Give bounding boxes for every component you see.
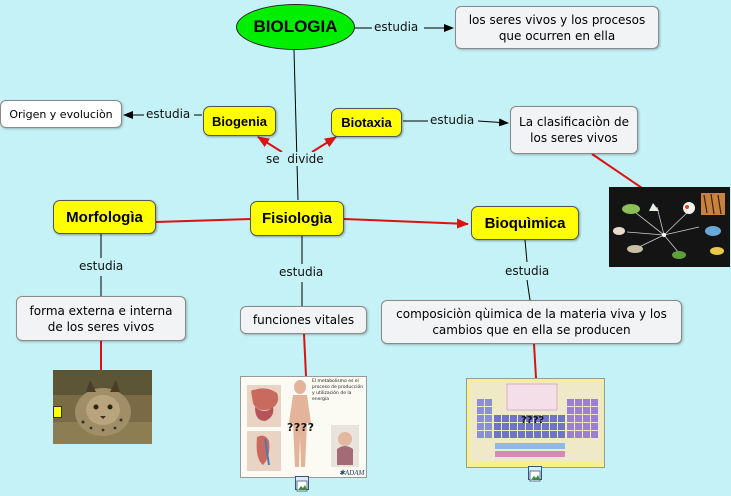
link-label-biogenia-estudia: estudia bbox=[144, 107, 193, 121]
concept-morfologia-label: Morfologìa bbox=[66, 208, 143, 226]
concept-clasificacion[interactable]: La clasificaciòn de los seres vivos bbox=[510, 106, 638, 154]
image-placeholder-icon bbox=[296, 480, 308, 492]
link-label-biologia-estudia: estudia bbox=[372, 20, 421, 34]
root-node-label: BIOLOGIA bbox=[253, 17, 338, 36]
concept-biotaxia[interactable]: Biotaxia bbox=[331, 108, 402, 137]
lynx-illustration bbox=[53, 370, 152, 444]
red-arrow-to-biogenia bbox=[257, 136, 283, 153]
connector-bioquimica-down bbox=[524, 239, 528, 263]
physiology-image-icon[interactable] bbox=[295, 476, 309, 492]
periodic-image-icon[interactable] bbox=[528, 466, 542, 482]
concept-fisiologia[interactable]: Fisiologìa bbox=[250, 201, 344, 236]
lynx-photo[interactable] bbox=[53, 370, 152, 444]
connector-bioquimica-composicion bbox=[526, 279, 531, 301]
physiology-caption: El metabolismo es el proceso de producci… bbox=[312, 379, 364, 402]
link-label-biotaxia-estudia: estudia bbox=[428, 113, 477, 127]
physiology-brand: ✱ADAM bbox=[339, 469, 365, 477]
concept-bioquimica-label: Bioquìmica bbox=[484, 214, 566, 232]
concept-bioquimica[interactable]: Bioquìmica bbox=[471, 206, 579, 240]
red-arrow-to-biotaxia bbox=[311, 136, 337, 153]
physiology-question-marks: ???? bbox=[287, 421, 315, 434]
link-label-fisiologia-estudia: estudia bbox=[277, 265, 326, 279]
concept-seres-vivos-label: los seres vivos y los procesos que ocurr… bbox=[468, 12, 646, 43]
image-placeholder-icon bbox=[529, 470, 541, 482]
root-node-biologia[interactable]: BIOLOGIA bbox=[236, 4, 355, 50]
physiology-illustration bbox=[241, 377, 366, 477]
concept-funciones[interactable]: funciones vitales bbox=[240, 306, 367, 334]
periodic-question-marks: ???? bbox=[521, 415, 545, 426]
concept-funciones-label: funciones vitales bbox=[252, 313, 355, 327]
link-label-bioquimica-estudia: estudia bbox=[503, 264, 552, 278]
concept-clasificacion-label: La clasificaciòn de los seres vivos bbox=[519, 115, 629, 145]
concept-biogenia[interactable]: Biogenia bbox=[203, 106, 276, 136]
periodic-table-image[interactable]: ???? bbox=[466, 378, 605, 468]
concept-morfologia[interactable]: Morfologìa bbox=[53, 200, 156, 234]
classification-image[interactable] bbox=[609, 187, 730, 267]
red-connector-fisiologia-morfologia bbox=[155, 218, 252, 223]
red-connector-composicion-image bbox=[533, 343, 537, 379]
physiology-image[interactable]: El metabolismo es el proceso de producci… bbox=[240, 376, 367, 478]
lynx-marker bbox=[53, 406, 62, 418]
classification-illustration bbox=[609, 187, 730, 267]
concept-forma-externa-label: forma externa e interna de los seres viv… bbox=[29, 303, 173, 334]
concept-composicion-label: composiciòn qùimica de la materia viva y… bbox=[396, 307, 667, 337]
concept-biotaxia-label: Biotaxia bbox=[341, 115, 392, 130]
concept-forma-externa[interactable]: forma externa e interna de los seres viv… bbox=[16, 296, 186, 341]
red-connector-clasificacion-image bbox=[591, 153, 643, 189]
concept-fisiologia-label: Fisiologìa bbox=[261, 210, 332, 227]
concept-biogenia-label: Biogenia bbox=[212, 113, 267, 129]
red-connector-funciones-image bbox=[303, 333, 307, 377]
link-label-morfologia-estudia: estudia bbox=[77, 259, 126, 273]
concept-origen-label: Origen y evoluciòn bbox=[9, 107, 113, 121]
arrow-to-clasificacion bbox=[477, 118, 509, 127]
concept-seres-vivos[interactable]: los seres vivos y los procesos que ocurr… bbox=[455, 6, 659, 49]
concept-composicion[interactable]: composiciòn qùimica de la materia viva y… bbox=[381, 300, 682, 344]
periodic-table-illustration bbox=[467, 379, 604, 467]
concept-origen[interactable]: Origen y evoluciòn bbox=[0, 100, 122, 128]
red-arrow-to-bioquimica bbox=[343, 218, 469, 229]
link-label-se-divide: se divide bbox=[264, 152, 326, 166]
connector-biologia-fisiologia bbox=[293, 49, 299, 201]
